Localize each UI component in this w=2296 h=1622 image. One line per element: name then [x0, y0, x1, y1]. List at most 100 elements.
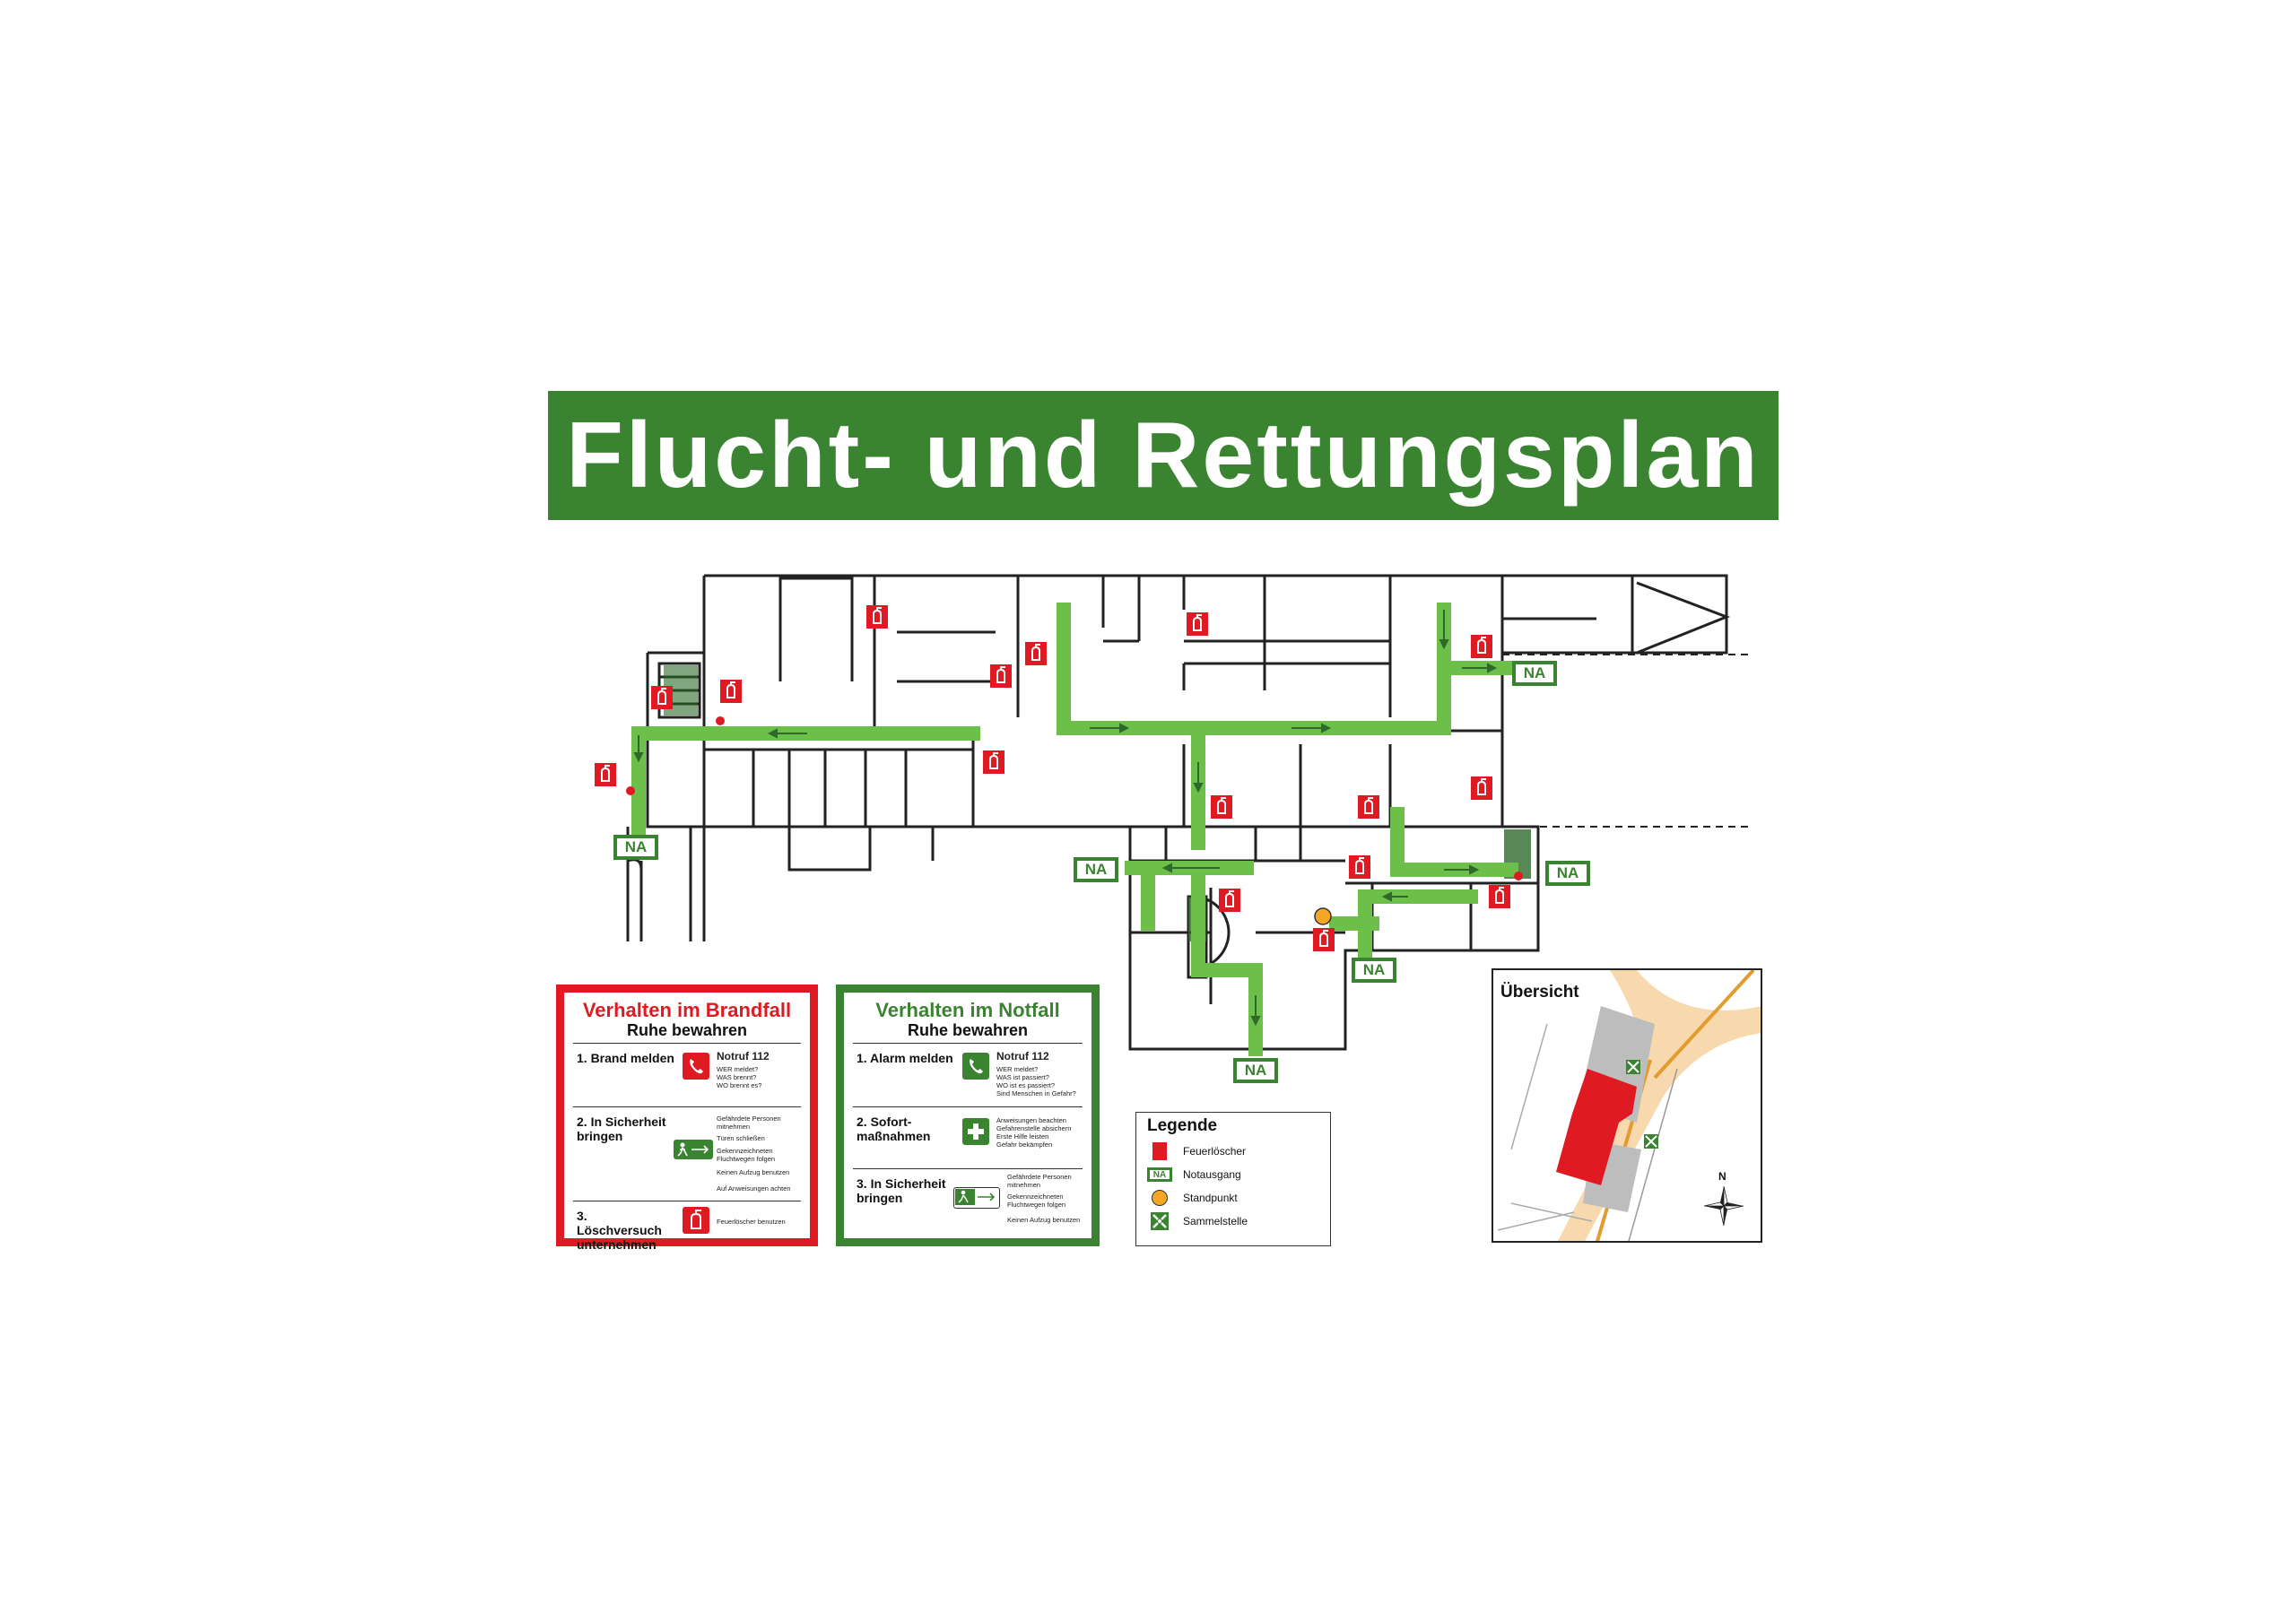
- exit-label: NA: [1523, 664, 1546, 681]
- emergency-exit-icon: NA: [1512, 661, 1557, 686]
- step-line: WO ist es passiert?: [996, 1081, 1056, 1089]
- legend-label: Notausgang: [1183, 1168, 1241, 1181]
- instruction-step: 2. In Sicherheit bringen Gefährdete Pers…: [573, 1107, 801, 1201]
- exit-label: NA: [1362, 961, 1386, 978]
- panel-heading: Verhalten im Notfall: [875, 999, 1060, 1021]
- step-line: Erste Hilfe leisten: [996, 1132, 1049, 1141]
- fire-extinguisher-icon: [651, 686, 673, 709]
- step-line: Gekennzeichneten Fluchtwegen folgen: [717, 1147, 776, 1163]
- fire-extinguisher-icon: [683, 1207, 709, 1234]
- instruction-step: 1. Brand melden Notruf 112 WER meldet? W…: [573, 1044, 801, 1107]
- fire-extinguisher-icon: [595, 763, 616, 786]
- compass-icon: [1703, 1185, 1744, 1227]
- exit-label: NA: [1556, 864, 1579, 881]
- legend-item: Sammelstelle: [1147, 1211, 1248, 1231]
- panel-subheading: Ruhe bewahren: [853, 1021, 1083, 1044]
- assembly-point-icon: [1147, 1212, 1172, 1230]
- phone-icon: [683, 1053, 709, 1080]
- fire-extinguisher-icon: [1358, 795, 1379, 819]
- step-label: 1. Alarm melden: [857, 1051, 953, 1065]
- emergency-exit-icon: [674, 1140, 713, 1159]
- alarm-point: [626, 786, 635, 795]
- step-line: WAS ist passiert?: [996, 1073, 1049, 1081]
- step-line: WER meldet?: [717, 1065, 759, 1073]
- step-line: Gefahr bekämpfen: [996, 1141, 1053, 1149]
- you-are-here-icon: [1314, 907, 1332, 925]
- emergency-exit-icon: NA: [613, 835, 658, 860]
- step-label: 2. Sofort-maßnahmen: [857, 1115, 931, 1143]
- step-label: 3. In Sicherheit bringen: [857, 1176, 946, 1205]
- step-title: Notruf 112: [996, 1050, 1049, 1063]
- alarm-point: [716, 716, 725, 725]
- emergency-exit-icon: NA: [1545, 861, 1590, 886]
- step-line: Gefährdete Personen mitnehmen: [1007, 1173, 1072, 1189]
- fire-extinguisher-icon: [990, 664, 1012, 688]
- escape-routes: [631, 603, 1518, 1056]
- fire-extinguisher-icon: [983, 750, 1004, 774]
- instruction-step: 3. In Sicherheit bringen Gefährdete Pers…: [853, 1169, 1083, 1232]
- fire-extinguisher-icon: [1147, 1142, 1172, 1160]
- step-line: WER meldet?: [996, 1065, 1039, 1073]
- fire-extinguisher-icon: [1349, 855, 1370, 879]
- phone-icon: [962, 1053, 989, 1080]
- panel-subheading: Ruhe bewahren: [573, 1021, 801, 1044]
- instruction-step: 1. Alarm melden Notruf 112 WER meldet? W…: [853, 1044, 1083, 1107]
- emergency-exit-icon: NA: [1233, 1058, 1278, 1083]
- you-are-here-icon: [1147, 1189, 1172, 1207]
- panel-heading: Verhalten im Brandfall: [582, 999, 792, 1021]
- emergency-exit-icon: NA: [1147, 1166, 1172, 1184]
- overview-map: Übersicht N: [1492, 968, 1762, 1243]
- fire-extinguisher-icon: [1313, 928, 1335, 951]
- exit-label: NA: [1244, 1062, 1267, 1079]
- step-label: 3. Löschversuch unternehmen: [577, 1209, 662, 1252]
- step-line: Gefährdete Personen mitnehmen: [717, 1115, 781, 1131]
- step-line: Anweisungen beachten: [996, 1116, 1066, 1124]
- fire-extinguisher-icon: [1489, 885, 1510, 908]
- step-line: WO brennt es?: [717, 1081, 762, 1089]
- emergency-exit-icon: NA: [1074, 857, 1118, 882]
- legend-label: Sammelstelle: [1183, 1215, 1248, 1227]
- first-aid-icon: [962, 1118, 989, 1145]
- overview-title: Übersicht: [1500, 983, 1579, 1002]
- emergency-instructions-panel: Verhalten im Notfall Ruhe bewahren 1. Al…: [836, 984, 1100, 1246]
- legend-title: Legende: [1147, 1116, 1218, 1135]
- instruction-step: 3. Löschversuch unternehmen Feuerlöscher…: [573, 1201, 801, 1252]
- fire-extinguisher-icon: [1219, 889, 1240, 912]
- step-line: Türen schließen: [717, 1134, 765, 1142]
- step-line: WAS brennt?: [717, 1073, 757, 1081]
- route-arrows: [633, 610, 1498, 1027]
- legend-label: Standpunkt: [1183, 1192, 1238, 1204]
- legend-item: Standpunkt: [1147, 1188, 1238, 1208]
- title-banner: Flucht- und Rettungsplan: [548, 391, 1779, 520]
- exit-label: NA: [1084, 861, 1108, 878]
- fire-extinguisher-icon: [1211, 795, 1232, 819]
- fire-extinguisher-icon: [1471, 776, 1492, 800]
- step-line: Sind Menschen in Gefahr?: [996, 1089, 1076, 1097]
- legend-label: Feuerlöscher: [1183, 1145, 1247, 1158]
- fire-extinguisher-icon: [1187, 612, 1208, 636]
- fire-extinguisher-icon: [1025, 642, 1047, 665]
- compass-north-label: N: [1718, 1170, 1726, 1183]
- emergency-exit-icon: NA: [1352, 958, 1396, 983]
- page-title: Flucht- und Rettungsplan: [566, 403, 1761, 507]
- site-map: [1497, 970, 1761, 1241]
- legend-item: NA Notausgang: [1147, 1165, 1241, 1184]
- legend: Legende Feuerlöscher NA Notausgang Stand…: [1135, 1112, 1331, 1246]
- step-label: 2. In Sicherheit bringen: [577, 1115, 666, 1143]
- step-line: Auf Anweisungen achten: [717, 1184, 791, 1193]
- legend-item: Feuerlöscher: [1147, 1141, 1246, 1161]
- step-line: Keinen Aufzug benutzen: [717, 1168, 790, 1176]
- fire-instructions-panel: Verhalten im Brandfall Ruhe bewahren 1. …: [556, 984, 818, 1252]
- alarm-point: [1514, 872, 1523, 880]
- exit-label: NA: [624, 838, 648, 855]
- step-line: Gekennzeichneten Fluchtwegen folgen: [1007, 1193, 1066, 1209]
- step-line: Keinen Aufzug benutzen: [1007, 1216, 1081, 1224]
- emergency-exit-icon: [953, 1187, 1000, 1209]
- step-line: Gefahrenstelle absichern: [996, 1124, 1072, 1132]
- instruction-step: 2. Sofort-maßnahmen Anweisungen beachten…: [853, 1107, 1083, 1169]
- step-title: Notruf 112: [717, 1050, 770, 1063]
- step-line: Feuerlöscher benutzen: [717, 1218, 786, 1226]
- fire-extinguisher-icon: [866, 605, 888, 629]
- fire-extinguisher-icon: [720, 680, 742, 703]
